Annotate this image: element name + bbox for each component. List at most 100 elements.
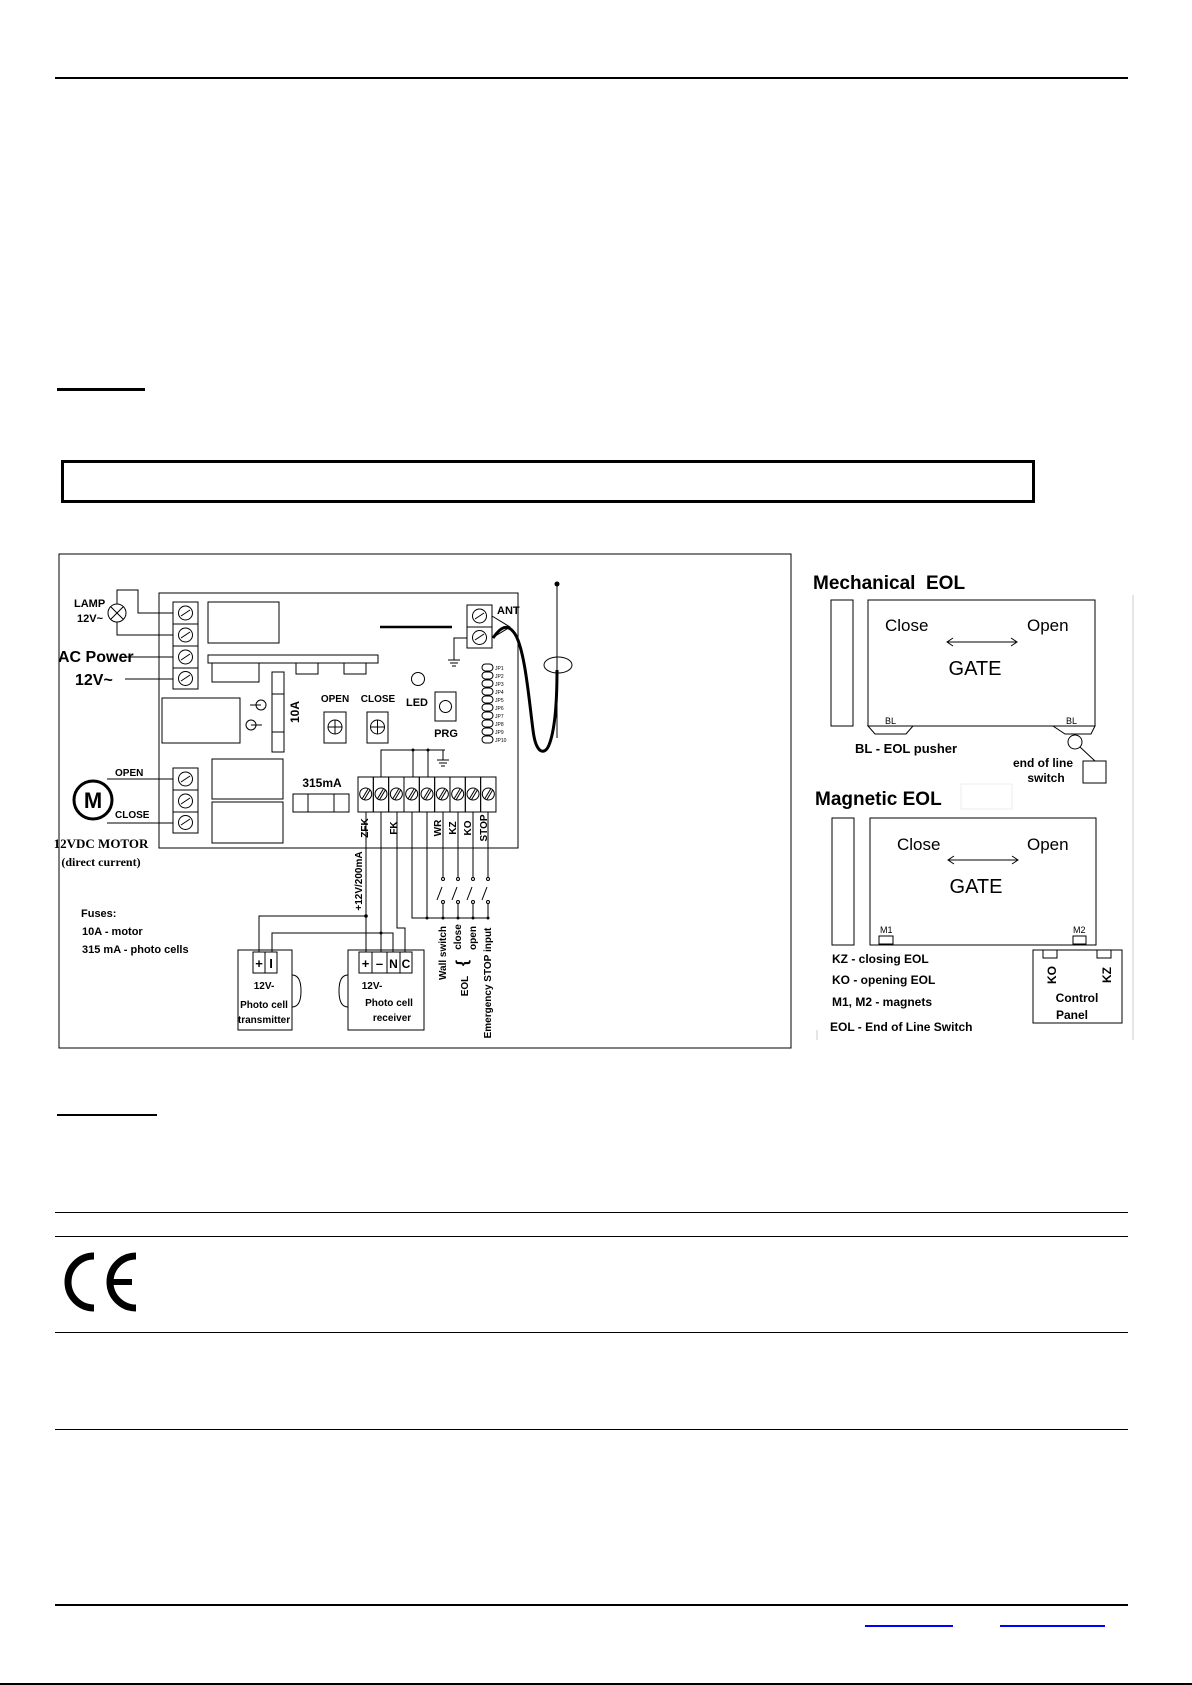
double-arrow-icon — [946, 637, 1018, 647]
jumper-label: JP9 — [495, 730, 504, 736]
terminal-stop: STOP — [479, 814, 490, 841]
io-terminal-block — [357, 776, 497, 813]
jumper[interactable] — [481, 687, 494, 696]
mechanical-eol-title: Mechanical EOL — [813, 573, 965, 594]
wall-switch-label: Wall switch — [438, 926, 449, 980]
switch-icon — [466, 886, 473, 901]
panel-label-2: Panel — [1056, 1008, 1088, 1022]
notice-box — [61, 460, 1035, 503]
control-board — [158, 592, 519, 849]
jumper[interactable] — [481, 663, 494, 672]
section-underline — [57, 388, 145, 391]
screw-icon — [405, 787, 419, 801]
ce-mark-icon — [64, 1252, 137, 1312]
jumper-label: JP3 — [495, 682, 504, 688]
ant-label: ANT — [497, 605, 520, 617]
eol-pusher — [1051, 725, 1096, 735]
supply-label: +12V/200mA — [354, 851, 365, 910]
fuses-title: Fuses: — [81, 908, 116, 920]
eol-label: EOL — [460, 976, 471, 997]
screw-icon — [451, 787, 465, 801]
switch-icon — [481, 886, 488, 901]
prg-button[interactable] — [434, 691, 457, 722]
end-of-line-switch-icon — [1067, 734, 1107, 784]
terminal-cell — [418, 776, 436, 813]
rx-minus: – — [376, 956, 383, 971]
lamp-voltage: 12V~ — [77, 613, 104, 625]
control-panel — [1032, 949, 1123, 1024]
photocell-receiver — [338, 949, 425, 1031]
open-label: Open — [1027, 616, 1069, 635]
footer-link-1[interactable] — [865, 1625, 953, 1627]
fuse-315ma — [292, 793, 350, 813]
led-icon — [411, 672, 425, 686]
legend-eol: EOL - End of Line Switch — [830, 1020, 972, 1034]
jumper[interactable] — [481, 695, 494, 704]
close-potentiometer[interactable] — [366, 711, 389, 744]
emergency-stop-label: Emergency STOP input — [483, 927, 494, 1038]
tx-voltage: 12V- — [254, 981, 275, 992]
rx-voltage: 12V- — [362, 981, 383, 992]
fuses-photocells: 315 mA - photo cells — [82, 944, 189, 956]
panel-label-1: Control — [1056, 991, 1099, 1005]
jumper[interactable] — [481, 703, 494, 712]
antenna-icon — [491, 581, 573, 753]
screw-icon — [466, 787, 480, 801]
jumper[interactable] — [481, 727, 494, 736]
footer-link-2[interactable] — [1000, 1625, 1105, 1627]
jumper-label: JP6 — [495, 706, 504, 712]
switch-icon — [451, 886, 458, 901]
gate — [869, 817, 1097, 946]
header-rule — [55, 77, 1128, 79]
terminal-wr: WR — [433, 819, 444, 836]
prg-label: PRG — [434, 728, 458, 740]
motor-letter: M — [84, 788, 102, 813]
fuse-10a — [271, 671, 285, 753]
screw-icon — [374, 787, 388, 801]
eol-switch-label-1: end of line — [1013, 756, 1073, 770]
led-label: LED — [406, 697, 428, 709]
lamp-icon — [107, 589, 173, 636]
terminal-fk: FK — [389, 821, 400, 835]
jumper-label: JP2 — [495, 674, 504, 680]
jumper[interactable] — [481, 711, 494, 720]
footer-rule — [55, 1604, 1128, 1606]
terminal-cell — [449, 776, 466, 813]
ground-icon — [448, 637, 467, 667]
photocell-transmitter — [237, 949, 302, 1031]
jumper-label: JP10 — [495, 738, 507, 744]
terminal-cell — [434, 776, 451, 813]
gate-post — [830, 599, 854, 727]
eol-diagram: Mechanical EOL Close Open GATE BL BL BL … — [813, 573, 1134, 1040]
jumper[interactable] — [481, 679, 494, 688]
double-arrow-icon — [947, 855, 1019, 865]
gate-label: GATE — [949, 658, 1002, 680]
section-underline-2 — [57, 1114, 157, 1116]
gate-post — [831, 817, 855, 946]
rx-line1: Photo cell — [365, 998, 413, 1009]
screw-icon — [435, 787, 449, 801]
screw-icon — [420, 787, 434, 801]
jumper[interactable] — [481, 719, 494, 728]
eol-open-label: open — [468, 926, 479, 950]
jumper-label: JP1 — [495, 666, 504, 672]
close-label: Close — [897, 835, 940, 854]
terminal-kz: KZ — [448, 821, 459, 834]
rule — [55, 1429, 1128, 1430]
jumper-label: JP4 — [495, 690, 504, 696]
magnet-m1 — [878, 935, 894, 945]
panel-ko: KO — [1045, 966, 1059, 984]
close-label: Close — [885, 616, 928, 635]
jumper[interactable] — [481, 671, 494, 680]
jumper-label: JP7 — [495, 714, 504, 720]
ground-icon — [437, 750, 449, 767]
bl-left: BL — [885, 716, 896, 726]
magnet-m2 — [1072, 935, 1087, 945]
screw-icon — [389, 787, 403, 801]
open-pot-label: OPEN — [321, 694, 349, 705]
terminal-ko: KO — [463, 820, 474, 835]
eol-pusher — [866, 725, 915, 735]
fuses-motor: 10A - motor — [82, 926, 143, 938]
jumper[interactable] — [481, 735, 494, 744]
open-potentiometer[interactable] — [323, 711, 347, 744]
